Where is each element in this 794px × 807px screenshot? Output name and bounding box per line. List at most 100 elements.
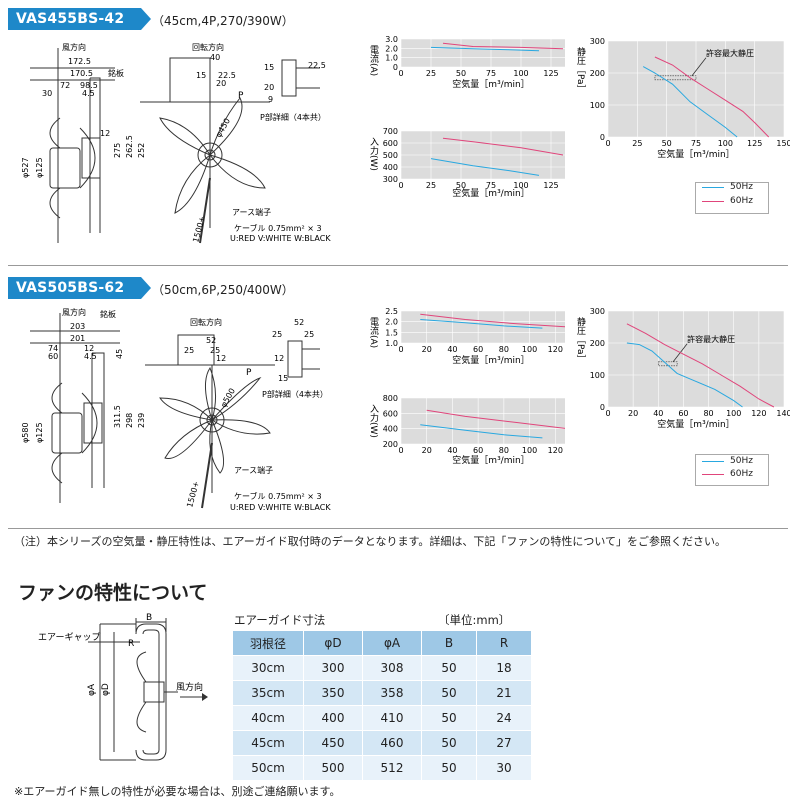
series-line-60hz — [442, 42, 564, 50]
series-line-50hz — [430, 158, 540, 176]
dim-d225: 22.5 — [308, 61, 326, 70]
annotation-label: 許容最大静圧 — [687, 334, 735, 344]
dim2-239: 239 — [137, 413, 146, 428]
x-tick-label: 120 — [548, 446, 563, 455]
annotation-label: 許容最大静圧 — [706, 48, 754, 58]
x-tick-label: 50 — [456, 69, 466, 78]
table-cell: 50cm — [232, 755, 304, 781]
y-tick-label: 0 — [600, 133, 605, 142]
y-tick-label: 3.0 — [385, 35, 398, 44]
x-tick-label: 75 — [486, 69, 496, 78]
x-tick-label: 100 — [726, 409, 741, 418]
legend-2: 50Hz 60Hz — [695, 454, 769, 486]
table-cell: 21 — [476, 680, 532, 706]
x-axis-label: 空気量［m³/min］ — [452, 354, 529, 366]
input-chart-1: 3004005006007000255075100125150空気量［m³/mi… — [368, 127, 565, 197]
x-tick-label: 100 — [522, 345, 537, 354]
divider-1 — [8, 265, 788, 266]
table-cell: 50 — [421, 730, 477, 756]
x-tick-label: 100 — [718, 139, 733, 148]
table-cell: 24 — [476, 705, 532, 731]
x-tick-label: 20 — [422, 446, 432, 455]
dim2-d12: 12 — [274, 354, 284, 363]
x-tick-label: 0 — [398, 345, 403, 354]
airflow-label-guide: 風方向 — [176, 681, 203, 693]
series-line-60hz — [442, 137, 564, 156]
r-label: R — [128, 639, 134, 649]
dim-7: 12 — [100, 129, 110, 138]
dim2-25b: 25 — [210, 346, 220, 355]
dim-d9: 9 — [268, 95, 273, 104]
x-tick-label: 80 — [703, 409, 713, 418]
cable-label-2: ケーブル 0.75mm² × 3 — [234, 491, 322, 501]
x-tick-label: 0 — [398, 69, 403, 78]
y-tick-label: 200 — [590, 69, 605, 78]
guide-header-phid: φD — [303, 630, 363, 656]
x-tick-label: 100 — [513, 69, 528, 78]
y-tick-label: 0 — [393, 63, 398, 72]
y-axis-label: 入力(W) — [368, 404, 379, 438]
p-label-1: P — [238, 91, 244, 101]
y-tick-label: 100 — [590, 101, 605, 110]
x-tick-label: 40 — [447, 446, 457, 455]
table-cell: 450 — [303, 730, 363, 756]
y-tick-label: 600 — [383, 409, 398, 418]
x-tick-label: 80 — [499, 446, 509, 455]
x-tick-label: 120 — [548, 345, 563, 354]
dim2-phi125: φ125 — [35, 422, 44, 443]
dim2-d52: 52 — [294, 318, 304, 327]
y-axis-label: 電流(A) — [368, 317, 379, 348]
dim-15: 15 — [196, 71, 206, 80]
x-tick-label: 120 — [751, 409, 766, 418]
x-tick-label: 25 — [632, 139, 642, 148]
y-tick-label: 300 — [590, 307, 605, 316]
dim-3: 72 — [60, 81, 70, 90]
table-row: 35cm 350 358 50 21 — [232, 680, 532, 706]
model-spec-1: （45cm,4P,270/390W） — [152, 14, 294, 28]
dim-40: 40 — [210, 53, 220, 62]
x-tick-label: 125 — [747, 139, 762, 148]
table-row: 50cm 500 512 50 30 — [232, 755, 532, 781]
x-tick-label: 40 — [447, 345, 457, 354]
note-bottom: ※エアーガイド無しの特性が必要な場合は、別途ご連絡願います。 — [14, 785, 341, 798]
dim2-d25b: 25 — [304, 330, 314, 339]
dim-252: 252 — [137, 143, 146, 158]
guide-table-title: エアーガイド寸法 — [234, 613, 326, 627]
dim-2: 170.5 — [70, 69, 93, 78]
x-tick-label: 125 — [543, 181, 558, 190]
dim-1: 172.5 — [68, 57, 91, 66]
dim-phi450: φ450 — [214, 117, 232, 139]
series-line-60hz — [426, 409, 565, 429]
plot-area — [401, 398, 565, 444]
guide-header-diameter: 羽根径 — [232, 630, 304, 656]
nameplate-label-1: 銘板 — [108, 68, 124, 78]
table-cell: 50 — [421, 755, 477, 781]
y-tick-label: 100 — [590, 371, 605, 380]
x-tick-label: 20 — [628, 409, 638, 418]
x-tick-label: 125 — [543, 69, 558, 78]
y-tick-label: 300 — [590, 37, 605, 46]
y-tick-label: 2.0 — [385, 44, 398, 53]
legend-60hz-2: 60Hz — [730, 469, 753, 479]
model-tag-1: VAS455BS-42 — [8, 8, 151, 30]
wire-colors-1: U:RED V:WHITE W:BLACK — [230, 234, 331, 243]
dim-phi527: φ527 — [21, 157, 30, 178]
x-tick-label: 0 — [398, 181, 403, 190]
guide-header-b: B — [421, 630, 477, 656]
series-line-50hz — [430, 46, 540, 52]
dim2-3115: 311.5 — [113, 405, 122, 428]
x-axis-label: 空気量［m³/min］ — [452, 187, 529, 197]
dim2-4: 60 — [48, 352, 58, 361]
dim2-d25a: 25 — [272, 330, 282, 339]
guide-header-phia: φA — [362, 630, 422, 656]
guide-table: 羽根径 φD φA B R 30cm 300 308 50 18 35cm 35… — [232, 630, 532, 781]
divider-2 — [8, 528, 788, 529]
y-tick-label: 300 — [383, 175, 398, 184]
x-tick-label: 100 — [513, 181, 528, 190]
plot-area — [608, 311, 784, 407]
air-guide-diagram: エアーギャップ B R φA φD 風方向 — [38, 613, 208, 761]
x-tick-label: 150 — [776, 139, 790, 148]
dim-1500: 1500+ — [191, 215, 207, 243]
y-axis-label: 静圧［Pa］ — [575, 46, 586, 94]
y-tick-label: 2.0 — [385, 318, 398, 327]
